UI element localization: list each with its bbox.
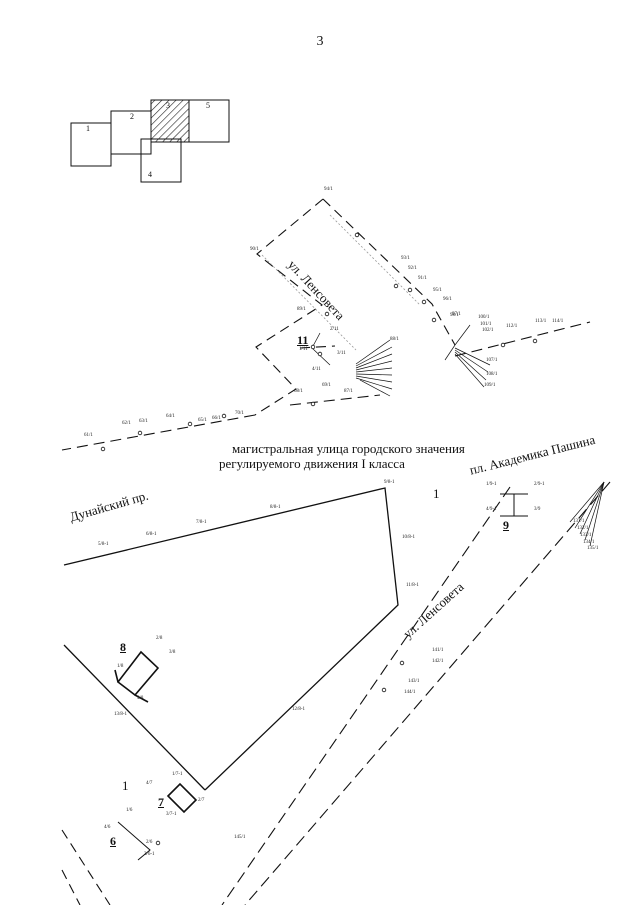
key-sheet-4 bbox=[140, 138, 182, 183]
zone-8-shape bbox=[114, 650, 160, 703]
zone-11-boundary bbox=[254, 198, 456, 416]
zone-11-number: 11 bbox=[297, 333, 309, 347]
zone-9-shape bbox=[500, 493, 528, 517]
point-label: 2/9-1 bbox=[534, 482, 545, 487]
point-label: 13/8-1 bbox=[114, 712, 128, 717]
point-label: 2/7 bbox=[198, 798, 205, 803]
point-label: 108/1 bbox=[486, 372, 498, 377]
point-label: 112/1 bbox=[506, 324, 518, 329]
point-label: 64/1 bbox=[166, 414, 175, 419]
key-sheet-3 bbox=[150, 99, 190, 143]
point-label: 92/1 bbox=[408, 266, 417, 271]
key-sheet-1 bbox=[70, 122, 112, 167]
point-label: 66/1 bbox=[212, 416, 221, 421]
point-label: 131/1 bbox=[573, 519, 585, 524]
point-label: 4/9-1 bbox=[486, 507, 497, 512]
zone-9-number: 9 bbox=[503, 518, 509, 532]
point-label: 2/6 bbox=[146, 840, 153, 845]
point-label: 100/1 bbox=[478, 315, 490, 320]
point-label: 12/8-1 bbox=[292, 707, 306, 712]
point-label: 3/8 bbox=[169, 650, 176, 655]
zone-7-number: 7 bbox=[158, 795, 164, 809]
point-label: 4/6 bbox=[104, 825, 111, 830]
key-sheet-3-label: 3 bbox=[166, 101, 170, 110]
zone-7-shape bbox=[166, 782, 198, 814]
point-label: 62/1 bbox=[122, 421, 131, 426]
point-label: 143/1 bbox=[408, 679, 420, 684]
point-label: 2/8 bbox=[156, 636, 163, 641]
point-label: 61/1 bbox=[84, 433, 93, 438]
point-label: 1/11 bbox=[299, 347, 308, 352]
key-sheet-5-label: 5 bbox=[206, 101, 210, 110]
point-label: 65/1 bbox=[198, 418, 207, 423]
point-label: 145/1 bbox=[234, 835, 246, 840]
point-label: 10/8-1 bbox=[402, 535, 416, 540]
page-number: 3 bbox=[316, 34, 324, 49]
key-sheet-2-label: 2 bbox=[130, 112, 134, 121]
point-label: 70/1 bbox=[235, 411, 244, 416]
zone-8-number: 8 bbox=[120, 640, 126, 654]
point-label: 113/1 bbox=[535, 319, 547, 324]
point-label: 3/6-1 bbox=[144, 852, 155, 857]
point-label: 91/1 bbox=[418, 276, 427, 281]
key-map bbox=[70, 99, 230, 183]
point-label: 135/1 bbox=[587, 546, 599, 551]
point-label: 1/9-1 bbox=[486, 482, 497, 487]
key-sheet-4-label: 4 bbox=[148, 170, 152, 179]
point-label: 134/1 bbox=[583, 540, 595, 545]
point-label: 101/1 bbox=[480, 322, 492, 327]
point-label: 5/8-1 bbox=[98, 542, 109, 547]
point-label: 142/1 bbox=[432, 659, 444, 664]
point-label: 4/7 bbox=[146, 781, 153, 786]
road-class-line2: регулируемого движения I класса bbox=[219, 456, 405, 471]
point-label: 107/1 bbox=[486, 358, 498, 363]
point-label: 87/1 bbox=[344, 389, 353, 394]
key-sheet-5 bbox=[188, 99, 230, 143]
point-label: 69/1 bbox=[322, 383, 331, 388]
point-label: 1/8 bbox=[117, 664, 124, 669]
point-label: 3/9 bbox=[534, 507, 541, 512]
point-label: 88/1 bbox=[390, 337, 399, 342]
point-label: 4/11 bbox=[312, 367, 321, 372]
point-label: 1/7-1 bbox=[172, 772, 183, 777]
zone-6-number: 6 bbox=[110, 834, 116, 848]
point-label: 141/1 bbox=[432, 648, 444, 653]
point-label: 93/1 bbox=[401, 256, 410, 261]
zone-6-shape bbox=[117, 821, 151, 861]
point-label: 97/1 bbox=[452, 312, 461, 317]
point-label: 114/1 bbox=[552, 319, 564, 324]
point-label: 102/1 bbox=[482, 328, 494, 333]
point-label: 68/1 bbox=[294, 389, 303, 394]
zone-1-right-number: 1 bbox=[433, 486, 440, 501]
point-label: 8/8-1 bbox=[270, 505, 281, 510]
point-label: 11/8-1 bbox=[406, 583, 419, 588]
point-label: 90/1 bbox=[250, 247, 259, 252]
point-label: 7/8-1 bbox=[196, 520, 207, 525]
point-label: 63/1 bbox=[139, 419, 148, 424]
point-label: 6/8-1 bbox=[146, 532, 157, 537]
point-label: 96/1 bbox=[443, 297, 452, 302]
point-label: 1/6 bbox=[126, 808, 133, 813]
point-label: 144/1 bbox=[404, 690, 416, 695]
point-label: 95/1 bbox=[433, 288, 442, 293]
point-label: 9/8-1 bbox=[384, 480, 395, 485]
key-sheet-1-label: 1 bbox=[86, 124, 90, 133]
point-label: 133/1 bbox=[580, 533, 592, 538]
road-class-line1: магистральная улица городского значения bbox=[232, 441, 465, 456]
point-label: 4/8 bbox=[137, 696, 144, 701]
point-label: 98/1 bbox=[450, 313, 459, 318]
point-label: 2/11 bbox=[330, 327, 339, 332]
point-label: 132/1 bbox=[577, 526, 589, 531]
point-label: 94/1 bbox=[324, 187, 333, 192]
point-label: 109/1 bbox=[484, 383, 496, 388]
zone-1-left-number: 1 bbox=[122, 778, 129, 793]
point-label: 3/7-1 bbox=[166, 812, 177, 817]
point-label: 89/1 bbox=[297, 307, 306, 312]
point-label: 3/11 bbox=[337, 351, 346, 356]
